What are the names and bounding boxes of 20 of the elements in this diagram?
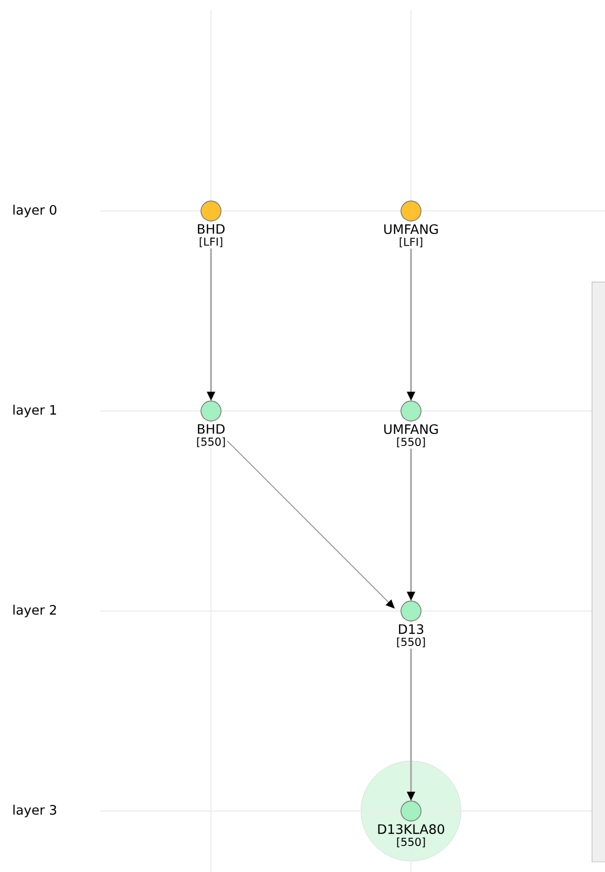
graph-node: D13KLA80 [550]: [376, 800, 446, 848]
node-label: [LFI]: [200, 237, 222, 248]
node-label: D13: [399, 624, 424, 634]
node-label: [550]: [397, 437, 425, 448]
graph-node: BHD [LFI]: [196, 200, 226, 248]
graph-node: BHD [550]: [195, 400, 227, 448]
node-label: BHD: [198, 224, 225, 234]
graph-node: D13 [550]: [395, 600, 427, 648]
layer-label: layer 2: [13, 604, 56, 618]
graph-node: UMFANG [550]: [382, 400, 440, 448]
layer-label: layer 3: [13, 804, 56, 818]
node-label: UMFANG: [384, 424, 438, 434]
node-label: [550]: [397, 637, 425, 648]
graph-node: UMFANG [LFI]: [382, 200, 440, 248]
node-label: UMFANG: [384, 224, 438, 234]
node-label: [550]: [197, 437, 225, 448]
node-label: BHD: [198, 424, 225, 434]
layer-label: layer 0: [13, 204, 56, 218]
node-label: [LFI]: [400, 237, 422, 248]
layer-label: layer 1: [13, 404, 56, 418]
